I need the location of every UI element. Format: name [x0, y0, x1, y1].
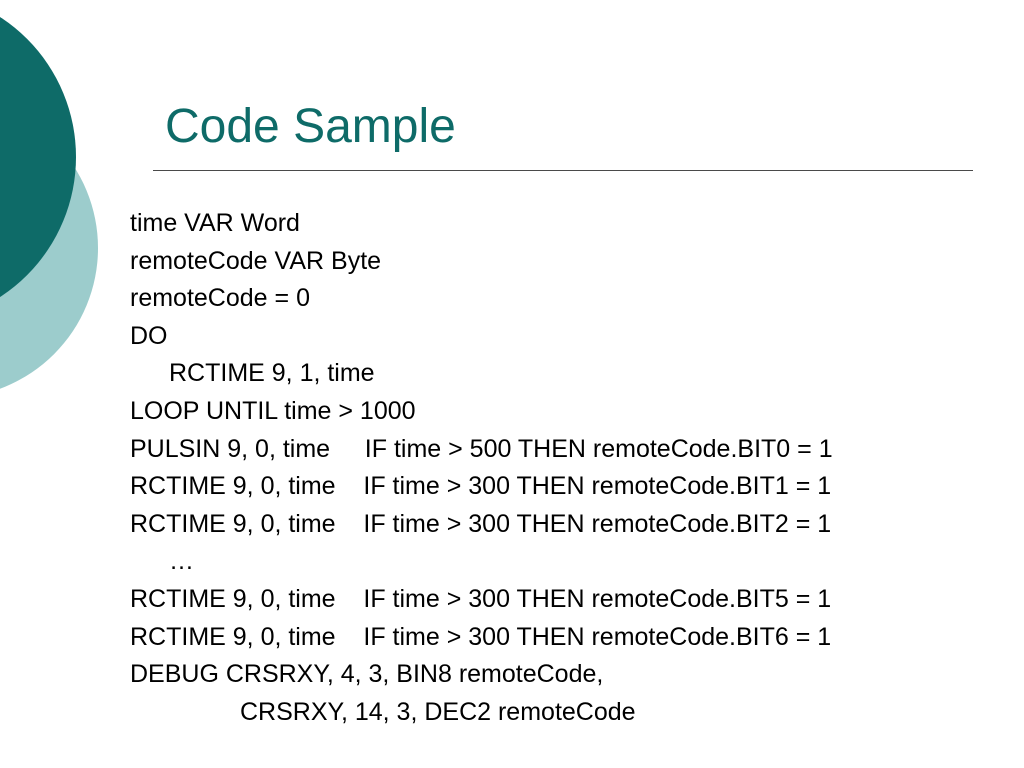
code-listing: time VAR Word remoteCode VAR Byte remoteCo… — [130, 205, 1010, 731]
code-line: DO — [130, 321, 168, 350]
slide-title: Code Sample — [165, 100, 456, 153]
code-line: CRSRXY, 14, 3, DEC2 remoteCode — [240, 697, 636, 726]
code-line: RCTIME 9, 0, time IF time > 300 THEN rem… — [130, 584, 832, 613]
code-line: remoteCode = 0 — [130, 284, 310, 313]
code-line: RCTIME 9, 1, time — [169, 359, 375, 388]
code-line: DEBUG CRSRXY, 4, 3, BIN8 remoteCode, — [130, 660, 604, 689]
code-line: LOOP UNTIL time > 1000 — [130, 396, 416, 425]
code-line: PULSIN 9, 0, time IF time > 500 THEN rem… — [130, 434, 833, 463]
title-divider — [153, 170, 973, 171]
code-line: RCTIME 9, 0, time IF time > 300 THEN rem… — [130, 509, 832, 538]
code-line: … — [169, 547, 194, 576]
code-line: remoteCode VAR Byte — [130, 246, 382, 275]
code-line: RCTIME 9, 0, time IF time > 300 THEN rem… — [130, 622, 832, 651]
code-line: RCTIME 9, 0, time IF time > 300 THEN rem… — [130, 472, 832, 501]
code-line: time VAR Word — [130, 209, 300, 237]
